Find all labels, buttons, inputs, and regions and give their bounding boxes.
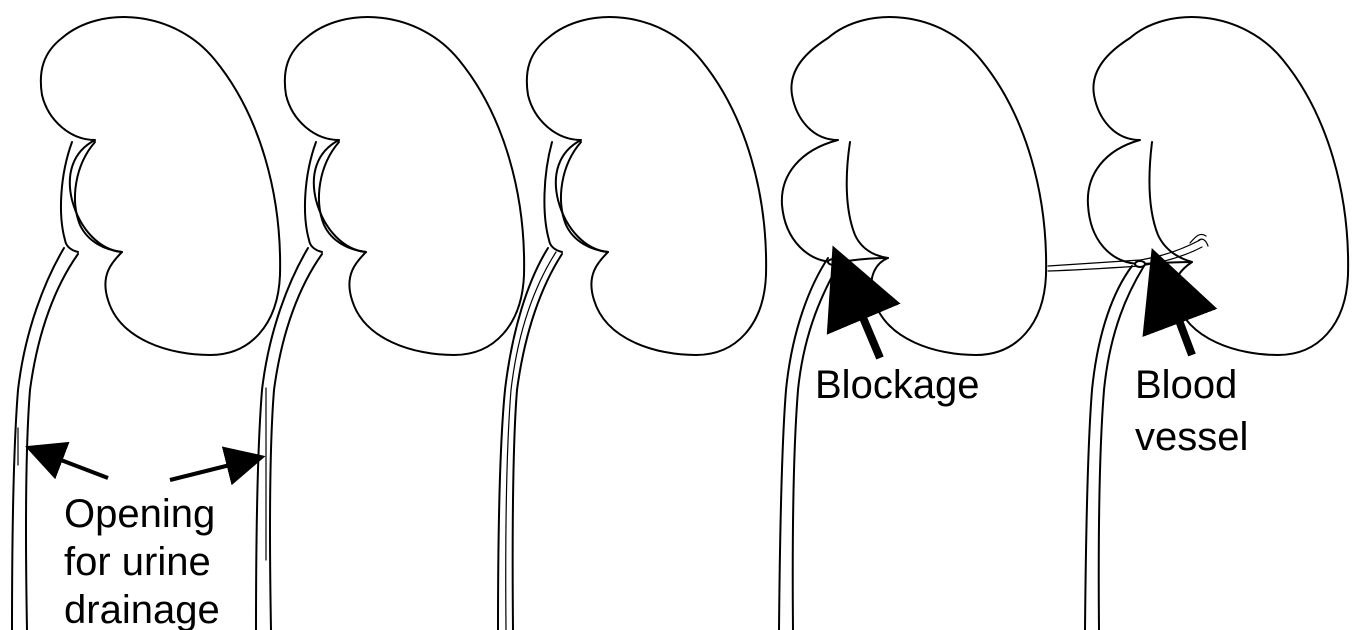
kidney-panel-3 — [498, 17, 766, 630]
vessel-crossing — [1135, 261, 1145, 267]
blood-vessel-label: Blood vessel — [1135, 363, 1248, 459]
opening-label: Opening for urine drainage — [64, 492, 226, 630]
blood-vessel-label-line-2: vessel — [1135, 415, 1248, 459]
arrow-opening-left — [40, 452, 108, 478]
arrow-opening-right — [170, 460, 250, 480]
opening-label-line-2: for urine — [64, 540, 211, 584]
blockage-point — [828, 259, 840, 265]
ureter — [779, 258, 828, 630]
blood-vessel-label-line-1: Blood — [1135, 363, 1237, 407]
blockage-label: Blockage — [815, 363, 980, 407]
ureter — [1085, 266, 1132, 630]
kidney-panel-1 — [12, 17, 280, 630]
kidney-outline — [1088, 17, 1348, 355]
opening-label-line-1: Opening — [64, 492, 215, 536]
ureter — [12, 248, 64, 630]
kidney-panel-5 — [1048, 17, 1348, 630]
kidney-outline — [782, 17, 1046, 355]
ureter-inner — [270, 254, 322, 630]
kidney-panel-2 — [256, 17, 524, 630]
kidney-panel-4 — [779, 17, 1046, 630]
opening-label-line-3: drainage — [64, 588, 220, 630]
